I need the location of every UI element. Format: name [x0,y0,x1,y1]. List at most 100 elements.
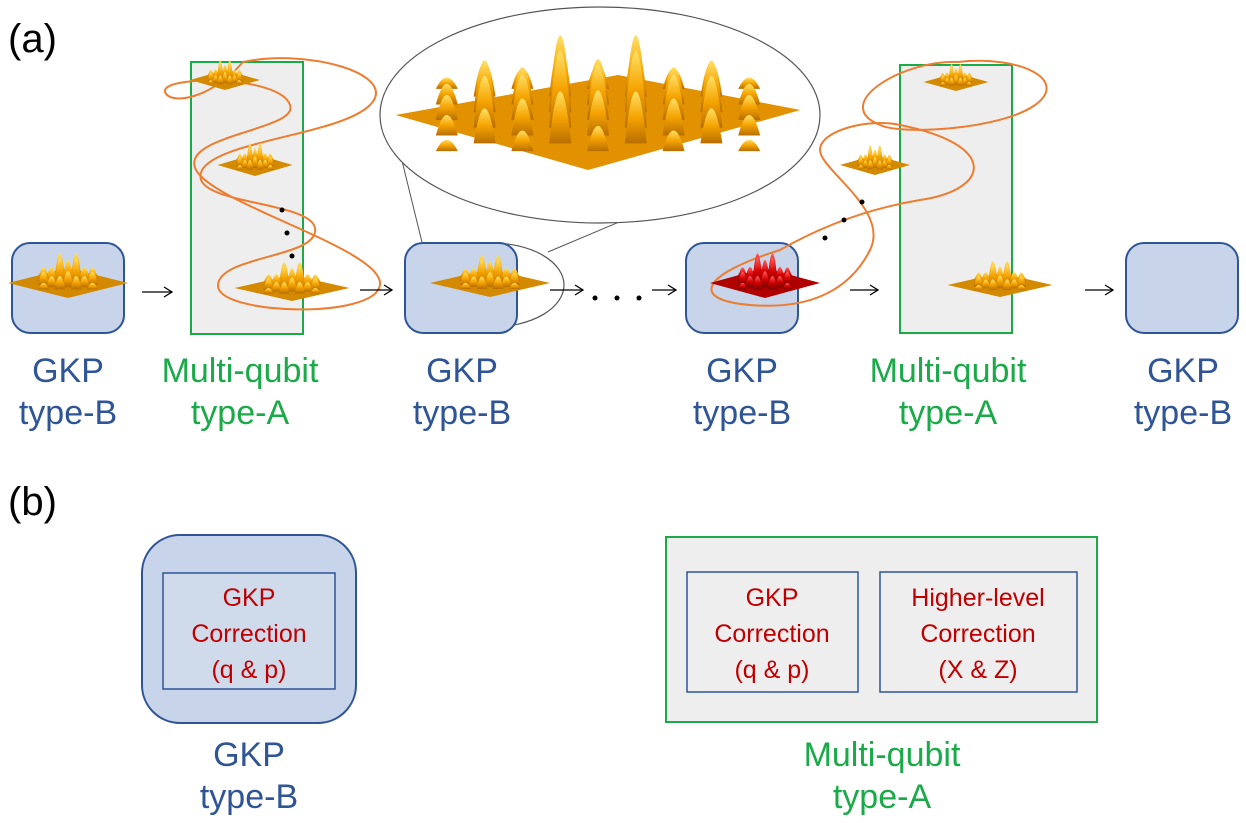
surface-peak [738,114,761,136]
surface-peak [953,74,959,85]
wigner-state [234,262,350,301]
surface-peak [263,278,274,290]
surface-peak [86,282,98,290]
correction-line2: Correction [191,620,306,648]
surface-peak [957,77,964,86]
surface-peak [226,63,233,82]
arrow [142,286,174,298]
surface-peak [217,75,224,85]
chain-ellipsis-dot [592,295,598,301]
surface-peak [62,271,74,288]
surface-peak [484,271,496,287]
higher-level-correction-box [879,571,1078,693]
surface-peak [286,277,298,292]
surface-peak [988,264,998,287]
chain-ellipsis-dot [614,295,620,301]
surface-peak [473,108,496,144]
surface-peak [294,265,306,290]
arrow [550,284,585,296]
node-name-line2: type-A [899,394,998,432]
surface-peak [460,282,472,289]
gkp-correction-box [686,571,859,693]
surface-peak [256,159,264,170]
surface-peak [271,281,282,292]
surface-peak [54,275,66,290]
node-name-line1: GKP [1147,352,1219,390]
correction-line2: Correction [714,620,829,648]
correction-line3: (q & p) [734,656,809,684]
node-multi-qubit-type-a-2: Multi-qubit type-A [710,59,1053,432]
wigner-state [947,261,1053,297]
surface-peak [310,287,321,294]
node-name-line2: type-A [191,394,290,432]
surface-peak [857,164,864,170]
node-name-line1: GKP [426,352,498,390]
surface-peak [871,157,879,168]
wigner-state [840,145,910,175]
surface-peak [508,282,520,289]
correction-line3: (X & Z) [938,656,1017,684]
surface-peak [435,94,458,120]
wigner-state [430,255,550,297]
chain-ellipsis-dot [636,295,642,301]
type-a-name-line1: Multi-qubit [804,736,961,774]
surface-peak [957,66,964,84]
correction-line3: (q & p) [211,656,286,684]
gkp-correction-box [162,572,336,690]
node-name-line1: Multi-qubit [870,352,1027,390]
type-b-name-line2: type-B [200,778,298,816]
surface-peak [774,276,785,288]
surface-peak [231,75,238,83]
surface-peak [508,272,520,285]
surface-peak [662,130,685,152]
wigner-state [8,253,128,298]
surface-peak [278,265,290,290]
node-name-line2: type-B [1134,394,1232,432]
surface-peak [867,148,874,167]
surface-peak [476,276,488,289]
surface-peak [46,276,58,288]
surface-peak [939,81,946,86]
surface-peak [752,275,763,290]
surface-peak [212,75,219,83]
surface-peak [251,156,259,169]
surface-peak [745,276,756,288]
surface-peak [207,79,214,85]
surface-peak [738,94,761,120]
correction-line1: GKP [746,584,799,612]
magnified-view [379,6,821,328]
surface-peak [236,79,243,85]
surface-peak [1009,279,1020,289]
correction-line1: GKP [223,584,276,612]
ellipsis-dot [279,207,285,213]
surface-peak [886,157,893,167]
surface-peak [939,75,946,84]
wigner-state [217,143,293,176]
ellipsis-dot [822,235,828,241]
surface-peak [738,139,761,152]
surface-peak [261,159,269,169]
surface-peak [500,276,512,287]
surface-peak [988,279,998,291]
entanglement-curve [710,122,975,307]
surface-peak [492,276,504,289]
surface-peak [511,130,534,152]
surface-peak [966,75,973,84]
surface-peak [78,276,90,288]
surface-peak [700,75,723,128]
surface-peak [973,284,984,291]
correction-line1: Higher-level [911,584,1044,612]
surface-peak [1002,279,1012,291]
surface-peak [948,66,955,84]
surface-peak [86,271,98,286]
surface-peak [435,139,458,152]
surface-peak [266,164,274,170]
node-name-line1: GKP [706,352,778,390]
surface-peak [948,77,955,86]
surface-peak [782,282,793,290]
node-name-line2: type-B [693,394,791,432]
node-gkp-type-b-1: GKP type-B [8,242,128,432]
surface-peak [468,276,480,287]
surface-peak [973,275,984,287]
arrow [850,284,880,296]
